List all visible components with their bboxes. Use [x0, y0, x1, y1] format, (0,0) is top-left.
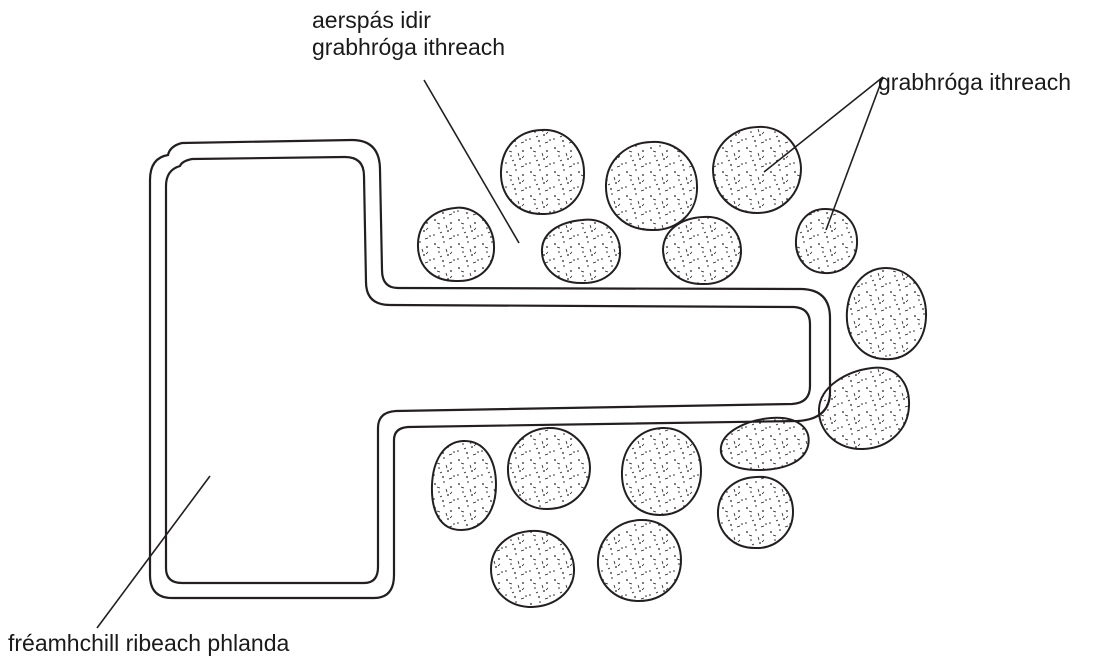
- soil-particle: [508, 428, 590, 509]
- soil-particle: [501, 130, 584, 214]
- air-space-label-line1: aerspás idir: [312, 7, 505, 34]
- soil-particle: [847, 268, 926, 359]
- soil-particle: [796, 209, 857, 273]
- air-space-label: aerspás idir grabhróga ithreach: [312, 7, 505, 61]
- soil-particle: [418, 208, 494, 281]
- soil-particle: [718, 477, 793, 548]
- soil-particle: [432, 441, 496, 530]
- soil-particles-label: grabhróga ithreach: [878, 69, 1071, 96]
- soil-particle: [542, 220, 620, 283]
- soil-particle: [721, 418, 809, 470]
- root-hair-cell-label: fréamhchill ribeach phlanda: [8, 630, 289, 657]
- soil-particle: [713, 127, 801, 213]
- soil-particle: [663, 217, 741, 284]
- soil-particle: [606, 142, 697, 230]
- soil-particle: [622, 428, 701, 515]
- root-hair-cell-leader: [97, 476, 210, 628]
- soil-particle: [598, 520, 681, 601]
- air-space-label-line2: grabhróga ithreach: [312, 34, 505, 61]
- soil-particle: [819, 368, 909, 449]
- soil-particle: [491, 531, 574, 607]
